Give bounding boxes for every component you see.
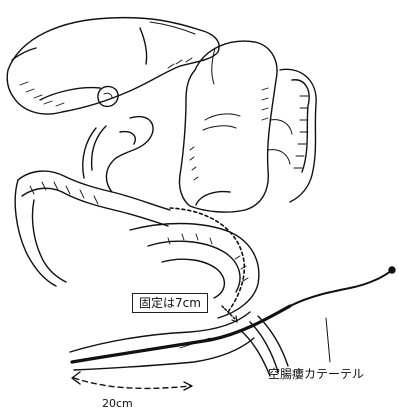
bowel-wrap xyxy=(70,312,254,370)
catheter-label: 空腸瘻カテーテル xyxy=(268,368,364,380)
fixation-label: 固定は7cm xyxy=(132,293,208,313)
distance-label: 20cm xyxy=(102,398,133,409)
stomach xyxy=(179,41,277,212)
catheter-leader xyxy=(326,318,330,362)
liver xyxy=(7,18,219,114)
small-bowel xyxy=(15,171,170,286)
duodenum xyxy=(83,117,153,192)
distance-arrow xyxy=(72,372,192,390)
